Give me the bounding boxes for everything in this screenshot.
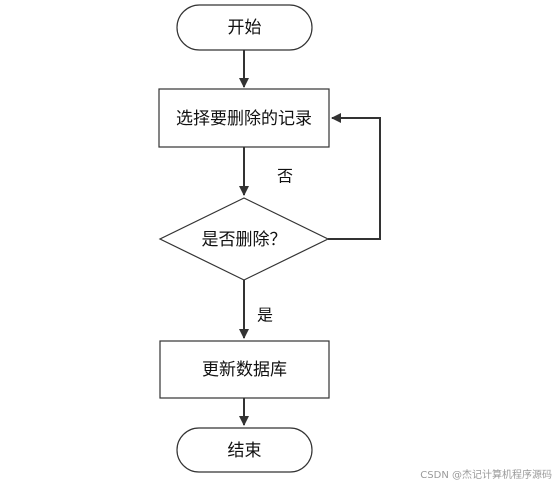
update-db-node (159, 340, 330, 399)
watermark: CSDN @杰记计算机程序源码 (420, 468, 552, 481)
end-node-label: 结束 (228, 441, 262, 461)
update-db-label: 更新数据库 (202, 360, 287, 380)
edge-label-yes: 是 (257, 306, 273, 325)
edge-label-no: 否 (277, 167, 293, 186)
select-record-node (158, 88, 330, 148)
start-node-label: 开始 (228, 18, 262, 38)
decision-label: 是否删除？ (202, 230, 287, 250)
end-node (176, 427, 313, 473)
select-record-label: 选择要删除的记录 (176, 109, 312, 129)
edge-decision-no-loop (328, 113, 381, 240)
